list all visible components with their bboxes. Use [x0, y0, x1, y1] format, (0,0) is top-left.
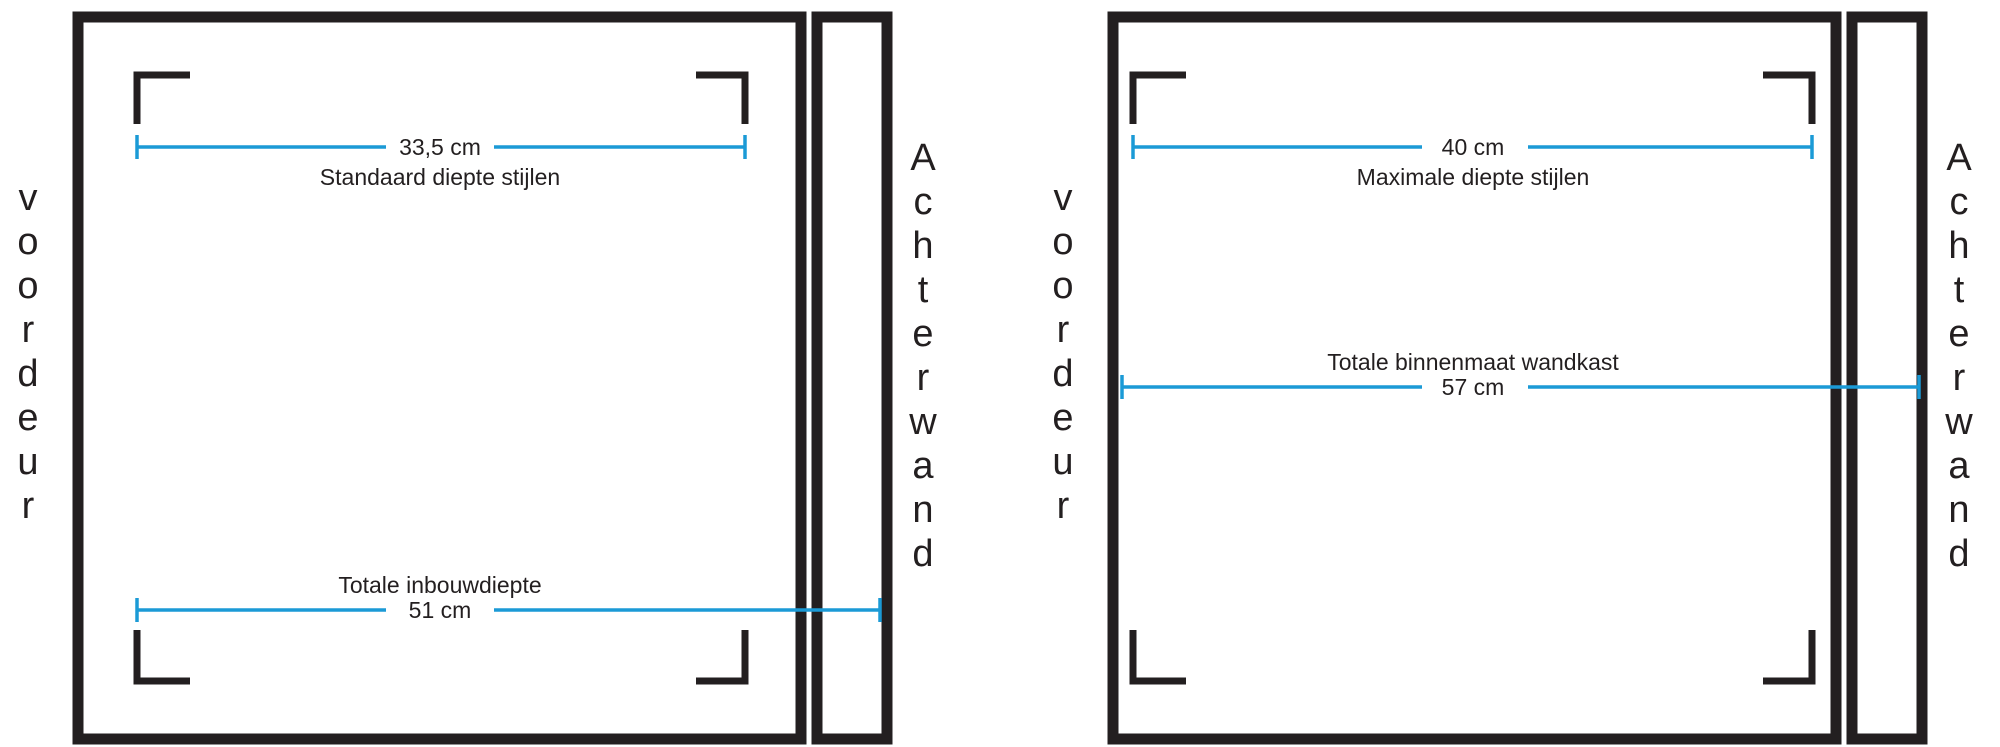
- top-dimension-line: [1131, 135, 1814, 159]
- vertical-letter: v: [1054, 177, 1073, 219]
- corner-mark-top-right: [696, 71, 749, 124]
- vertical-letter: w: [1944, 401, 1973, 443]
- vertical-letter: r: [917, 357, 930, 399]
- vertical-letter: n: [1948, 489, 1969, 531]
- vertical-letter: d: [1948, 533, 1969, 575]
- vertical-letter: a: [912, 445, 934, 487]
- vertical-letter: o: [17, 221, 38, 263]
- vertical-letter: t: [918, 269, 929, 311]
- back-wall-frame: [1846, 11, 1928, 745]
- total-dimension-value: 57 cm: [1442, 374, 1505, 400]
- vertical-letter: d: [17, 353, 38, 395]
- vertical-letter: o: [1052, 265, 1073, 307]
- vertical-letter: h: [1948, 225, 1969, 267]
- vertical-letter: A: [910, 137, 936, 179]
- top-dimension-caption: Maximale diepte stijlen: [1357, 164, 1590, 190]
- vertical-letter: d: [1052, 353, 1073, 395]
- cabinet-frame: [72, 11, 807, 745]
- corner-mark-bottom-left: [133, 630, 190, 685]
- vertical-letter: c: [914, 181, 933, 223]
- vertical-letter: e: [912, 313, 933, 355]
- vertical-letter: v: [19, 177, 38, 219]
- total-dimension-caption: Totale inbouwdiepte: [338, 572, 541, 598]
- vertical-letter: o: [17, 265, 38, 307]
- vertical-letter: r: [1057, 309, 1070, 351]
- corner-mark-bottom-right: [1763, 630, 1816, 685]
- vertical-letter: o: [1052, 221, 1073, 263]
- total-dimension-value: 51 cm: [409, 597, 472, 623]
- vertical-letter: d: [912, 533, 933, 575]
- vertical-letter: A: [1946, 137, 1972, 179]
- vertical-letter: c: [1950, 181, 1969, 223]
- corner-mark-bottom-right: [696, 630, 749, 685]
- vertical-letter: r: [1953, 357, 1966, 399]
- top-dimension-caption: Standaard diepte stijlen: [320, 164, 560, 190]
- corner-mark-top-left: [133, 71, 190, 124]
- panel-right: 40 cm Maximale diepte stijlen Totale bin…: [1052, 11, 1973, 745]
- total-dimension-caption: Totale binnenmaat wandkast: [1327, 349, 1619, 375]
- vertical-letter: u: [1052, 441, 1073, 483]
- panel-left: 33,5 cm Standaard diepte stijlen Totale …: [17, 11, 937, 745]
- vertical-letter: w: [908, 401, 937, 443]
- back-wall-frame: [811, 11, 893, 745]
- vertical-letter: e: [1948, 313, 1969, 355]
- vertical-letter: n: [912, 489, 933, 531]
- vertical-letter: r: [22, 309, 35, 351]
- vertical-letter: u: [17, 441, 38, 483]
- corner-mark-bottom-left: [1129, 630, 1186, 685]
- corner-mark-top-right: [1763, 71, 1816, 124]
- vertical-letter: r: [1057, 485, 1070, 527]
- corner-mark-top-left: [1129, 71, 1186, 124]
- vertical-letter: e: [1052, 397, 1073, 439]
- vertical-letter: a: [1948, 445, 1970, 487]
- vertical-letter: h: [912, 225, 933, 267]
- top-dimension-value: 33,5 cm: [399, 134, 481, 160]
- total-dimension-line: [135, 598, 882, 622]
- top-dimension-line: [135, 135, 747, 159]
- total-dimension-line: [1120, 375, 1921, 399]
- vertical-letter: r: [22, 485, 35, 527]
- vertical-letter: e: [17, 397, 38, 439]
- top-dimension-value: 40 cm: [1442, 134, 1505, 160]
- cabinet-frame: [1107, 11, 1842, 745]
- vertical-letter: t: [1954, 269, 1965, 311]
